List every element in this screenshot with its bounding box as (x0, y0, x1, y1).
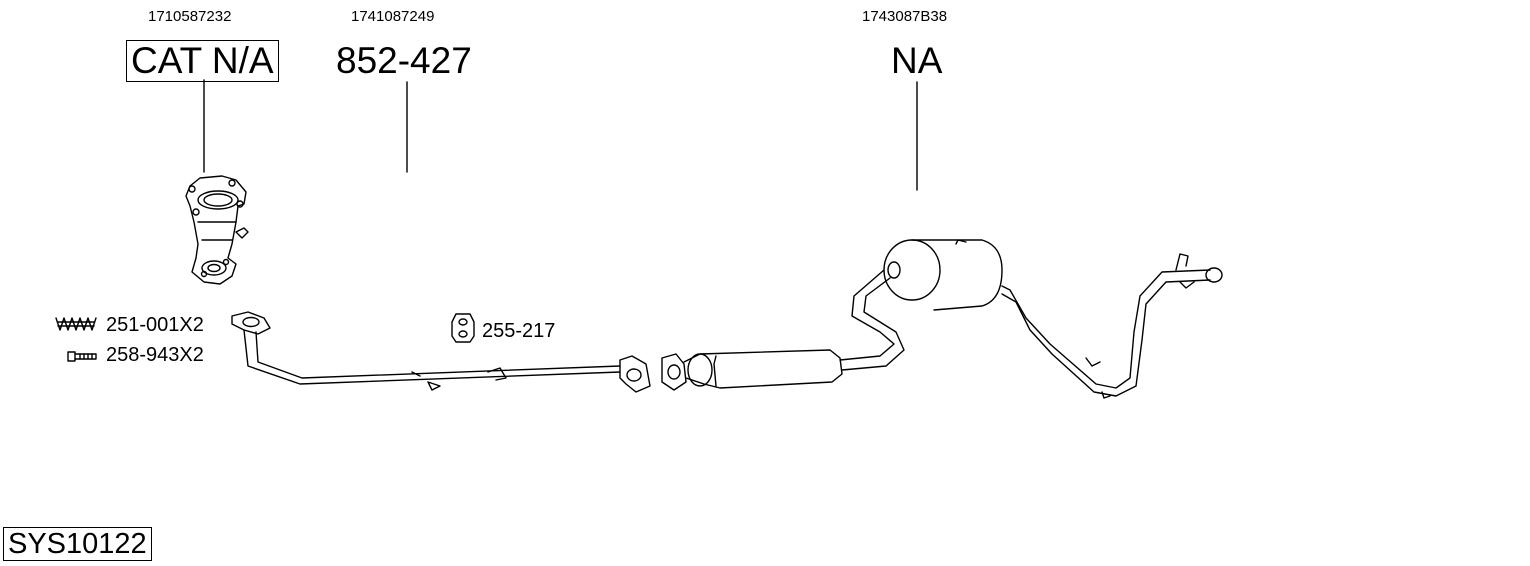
accessory-label-bolt[interactable]: 258-943X2 (106, 344, 204, 366)
catalytic-converter-drawing[interactable] (185, 175, 249, 285)
oem-number-rear-silencer: 1743087B38 (862, 8, 948, 25)
rear-silencer-drawing[interactable] (883, 239, 1223, 399)
bolt-icon (67, 351, 97, 362)
accessory-label-hanger[interactable]: 255-217 (482, 320, 556, 342)
system-code: SYS10122 (3, 527, 152, 561)
part-code-front-pipe[interactable]: 852-427 (336, 40, 472, 81)
part-code-rear-silencer[interactable]: NA (891, 40, 943, 81)
oem-number-catalyst: 1710587232 (148, 8, 232, 25)
accessory-label-spring[interactable]: 251-001X2 (106, 314, 204, 336)
front-pipe-drawing[interactable] (231, 311, 651, 393)
part-code-catalyst[interactable]: CAT N/A (126, 40, 279, 82)
middle-silencer-drawing[interactable] (661, 269, 905, 391)
rubber-hanger-icon (451, 313, 475, 343)
oem-number-front-pipe: 1741087249 (351, 8, 435, 25)
spring-icon (55, 317, 97, 331)
